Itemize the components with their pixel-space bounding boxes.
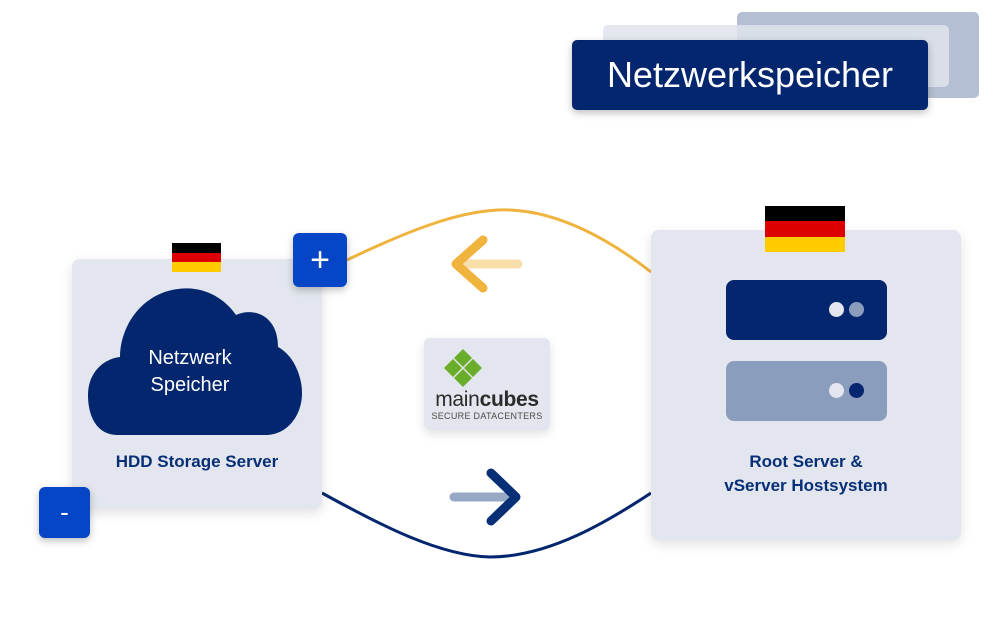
root-server-label: Root Server & vServer Hostsystem (651, 450, 961, 498)
arrow-left-icon (451, 235, 523, 293)
cloud-label-line1: Netzwerk (148, 347, 232, 369)
cloud-icon (88, 288, 302, 435)
cloud-label-line2: Speicher (150, 374, 230, 396)
cloud-label: Netzwerk Speicher (90, 345, 290, 399)
server-unit-icon (726, 280, 887, 340)
logo-wordmark: maincubes (424, 388, 550, 412)
logo-word-bold: cubes (479, 388, 540, 411)
lower-connection-line (321, 491, 652, 559)
maincubes-cube-icon (444, 349, 482, 387)
status-light-icon (829, 302, 844, 317)
root-server-label-line1: Root Server & (749, 452, 863, 471)
status-light-icon (829, 383, 844, 398)
maincubes-logo: maincubes SECURE DATACENTERS (424, 338, 550, 430)
page-title: Netzwerkspeicher (572, 40, 928, 110)
server-unit-icon (726, 361, 887, 421)
arrow-right-icon (449, 468, 521, 526)
status-light-icon (849, 302, 864, 317)
upper-connection-line (346, 208, 652, 274)
logo-tagline: SECURE DATACENTERS (431, 411, 543, 421)
logo-word-regular: main (435, 388, 480, 411)
add-storage-button[interactable]: + (293, 233, 347, 287)
root-server-label-line2: vServer Hostsystem (724, 476, 888, 495)
remove-storage-button[interactable]: - (39, 487, 90, 538)
status-light-icon (849, 383, 864, 398)
hdd-storage-server-label: HDD Storage Server (115, 452, 279, 471)
germany-flag-icon (765, 206, 845, 252)
germany-flag-icon (172, 243, 221, 273)
